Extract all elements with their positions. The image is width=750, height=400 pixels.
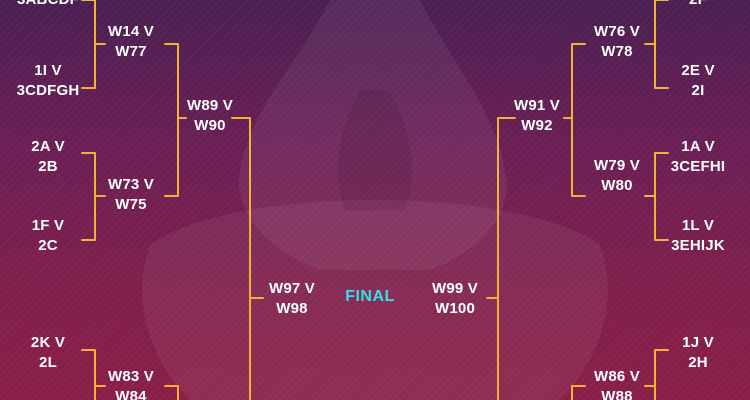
- match-right-r1-4: 1L V 3EHIJK: [653, 216, 743, 256]
- match-right-r1-1: 2F: [653, 0, 743, 10]
- match-left-r3-1: W89 V W90: [165, 96, 255, 136]
- match-line1: W99 V: [431, 280, 478, 297]
- match-line2: W90: [194, 117, 226, 134]
- connector-left-r1-b: [81, 152, 106, 241]
- match-line1: W14 V: [107, 23, 154, 40]
- match-line1: W89 V: [186, 97, 233, 114]
- connector-left-r1-c: [81, 349, 96, 400]
- match-line2: W75: [115, 196, 147, 213]
- match-line1: W79 V: [593, 157, 640, 174]
- match-line2: 2F: [653, 0, 743, 10]
- final-label: FINAL: [345, 288, 395, 305]
- connector-right-r3: [486, 117, 516, 400]
- match-line1: W86 V: [593, 368, 640, 385]
- match-line2: W80: [601, 177, 633, 194]
- match-line2: W78: [601, 43, 633, 60]
- match-line1: W76 V: [593, 23, 640, 40]
- match-right-r1-2: 2E V 2I: [653, 61, 743, 101]
- match-line2: 3CEFHI: [670, 158, 726, 175]
- match-line2: 3ABCDF: [3, 0, 93, 10]
- match-left-r1-4: 1F V 2C: [3, 216, 93, 256]
- match-left-semi: W97 V W98: [247, 279, 337, 319]
- connector-left-r3: [231, 117, 264, 400]
- match-line2: W100: [435, 300, 475, 317]
- match-line1: 2A V: [31, 138, 65, 155]
- match-line1: W73 V: [107, 176, 154, 193]
- match-left-r1-1: 3ABCDF: [3, 0, 93, 10]
- match-line1: 2E V: [681, 62, 715, 79]
- match-line2: 2C: [38, 237, 58, 254]
- match-right-semi: W99 V W100: [410, 279, 500, 319]
- match-left-r1-2: 1I V 3CDFGH: [3, 61, 93, 101]
- match-line1: 2K V: [30, 334, 66, 351]
- match-line2: W77: [115, 43, 147, 60]
- match-line1: W83 V: [107, 368, 154, 385]
- match-line2: 3CDFGH: [16, 82, 80, 99]
- match-line2: W98: [276, 300, 308, 317]
- match-line2: 2I: [691, 82, 705, 99]
- connector-left-r2-a: [164, 43, 187, 197]
- connector-left-r2-b: [164, 385, 179, 400]
- match-left-r1-3: 2A V 2B: [3, 137, 93, 177]
- connector-right-r1-b: [644, 152, 669, 241]
- match-left-r2-2: W73 V W75: [86, 175, 176, 215]
- match-line1: 1A V: [681, 138, 715, 155]
- connector-right-r1-c: [654, 349, 669, 400]
- match-line1: 1L V: [681, 217, 715, 234]
- match-right-r2-1: W76 V W78: [572, 22, 662, 62]
- match-line2: 2H: [688, 354, 708, 371]
- connector-right-r1-a: [644, 0, 669, 89]
- match-left-r2-1: W14 V W77: [86, 22, 176, 62]
- match-right-r1-5: 1J V 2H: [653, 333, 743, 373]
- match-line1: 1J V: [682, 334, 714, 351]
- match-line2: W88: [601, 388, 633, 400]
- match-line1: W91 V: [513, 97, 560, 114]
- match-line2: 3EHIJK: [671, 237, 725, 254]
- match-right-r2-2: W79 V W80: [572, 156, 662, 196]
- match-left-r2-3: W83 V W84: [86, 367, 176, 400]
- connector-left-r1-a: [81, 0, 106, 89]
- match-line1: 1F V: [31, 217, 65, 234]
- connector-right-r2-a: [563, 43, 586, 197]
- match-right-r1-3: 1A V 3CEFHI: [653, 137, 743, 177]
- match-right-r3-1: W91 V W92: [492, 96, 582, 136]
- match-line2: W84: [115, 388, 147, 400]
- connector-right-r2-b: [571, 385, 586, 400]
- match-line2: W92: [521, 117, 553, 134]
- match-left-r1-5: 2K V 2L: [3, 333, 93, 373]
- match-line2: 2B: [38, 158, 58, 175]
- match-right-r2-3: W86 V W88: [572, 367, 662, 400]
- match-line1: 1I V: [34, 62, 62, 79]
- match-line2: 2L: [39, 354, 57, 371]
- match-line1: W97 V: [268, 280, 315, 297]
